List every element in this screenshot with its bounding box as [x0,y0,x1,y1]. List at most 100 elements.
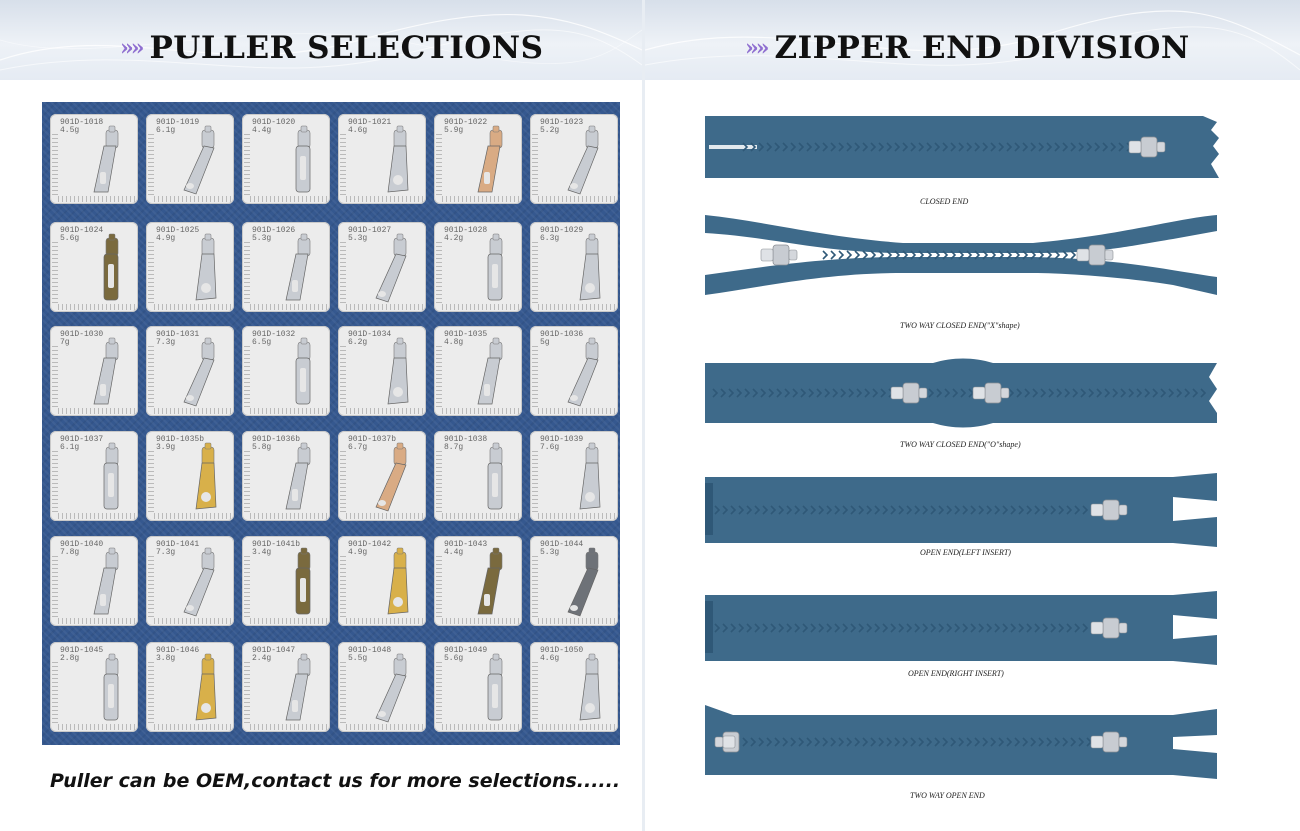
ruler-vertical [340,346,346,408]
ruler-vertical [244,556,250,618]
right-banner: »»ZIPPER END DIVISION [645,0,1300,80]
ruler-vertical [532,451,538,513]
ruler-horizontal [154,196,232,202]
puller-weight: 5.5g [348,654,368,663]
puller-weight: 4.8g [444,338,464,347]
zipper-sample [703,591,1223,671]
zipper-sample [703,473,1223,553]
ruler-horizontal [346,304,424,310]
ruler-horizontal [250,513,328,519]
zipper-puller-icon [183,125,215,195]
puller-weight: 7.3g [156,548,176,557]
puller-weight: 7.8g [60,548,80,557]
ruler-horizontal [250,724,328,730]
puller-weight: 5.6g [444,654,464,663]
zipper-image [705,591,1217,665]
ruler-horizontal [154,618,232,624]
ruler-vertical [52,242,58,304]
puller-code: 901D-1032 [252,330,296,339]
puller-code: 901D-1035b [156,435,205,444]
puller-code: 901D-1021 [348,118,392,127]
oem-note: Puller can be OEM,contact us for more se… [50,770,621,792]
puller-weight: 6.2g [348,338,368,347]
zipper-puller-icon [183,547,215,617]
puller-weight: 8.7g [444,443,464,452]
ruler-vertical [340,662,346,724]
zipper-puller-icon [103,442,119,510]
ruler-horizontal [538,408,616,414]
ruler-horizontal [250,408,328,414]
zipper-label: OPEN END(LEFT INSERT) [920,548,1011,557]
puller-code: 901D-1031 [156,330,200,339]
zipper-puller-icon [103,653,119,721]
ruler-vertical [148,242,154,304]
zipper-puller-icon [567,337,599,407]
puller-code: 901D-1044 [540,540,584,549]
puller-weight: 4.9g [156,234,176,243]
ruler-vertical [244,134,250,196]
puller-code: 901D-1047 [252,646,296,655]
ruler-horizontal [538,618,616,624]
puller-weight: 4.6g [540,654,560,663]
ruler-horizontal [442,513,520,519]
zipper-puller-icon [295,547,311,615]
puller-code: 901D-1020 [252,118,296,127]
ruler-vertical [532,346,538,408]
zipper-puller-icon [375,233,407,303]
ruler-vertical [148,134,154,196]
ruler-vertical [436,556,442,618]
ruler-horizontal [58,618,136,624]
puller-code: 901D-1029 [540,226,584,235]
zipper-label: TWO WAY CLOSED END("O"shape) [900,440,1021,449]
ruler-vertical [244,662,250,724]
puller-weight: 6.1g [60,443,80,452]
ruler-horizontal [442,408,520,414]
zipper-sample [703,705,1223,785]
puller-code: 901D-1043 [444,540,488,549]
ruler-vertical [436,346,442,408]
puller-code: 901D-1041 [156,540,200,549]
ruler-vertical [532,242,538,304]
ruler-vertical [340,451,346,513]
puller-weight: 4.9g [348,548,368,557]
zipper-puller-icon [195,233,217,301]
puller-weight: 5g [540,338,550,347]
arrows-icon: »» [745,35,769,61]
puller-weight: 2.8g [60,654,80,663]
zipper-sample [703,357,1223,437]
zipper-label: TWO WAY OPEN END [910,791,985,800]
puller-code: 901D-1026 [252,226,296,235]
ruler-horizontal [58,408,136,414]
puller-weight: 5.6g [60,234,80,243]
puller-code: 901D-1023 [540,118,584,127]
ruler-horizontal [346,408,424,414]
zipper-image [705,473,1217,547]
ruler-vertical [436,451,442,513]
ruler-horizontal [58,724,136,730]
zipper-puller-icon [375,442,407,512]
zipper-puller-icon [387,337,409,405]
ruler-vertical [340,242,346,304]
puller-weight: 5.2g [540,126,560,135]
zipper-puller-icon [567,547,599,617]
ruler-vertical [52,662,58,724]
puller-code: 901D-1022 [444,118,488,127]
zipper-puller-icon [567,125,599,195]
ruler-horizontal [442,196,520,202]
puller-code: 901D-1034 [348,330,392,339]
